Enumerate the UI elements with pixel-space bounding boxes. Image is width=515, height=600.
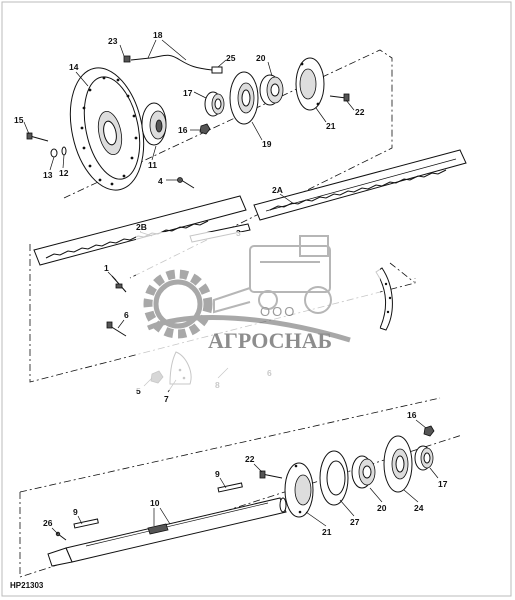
callout-17b: 17 (438, 479, 448, 489)
callout-23: 23 (108, 36, 118, 46)
callout-21a: 21 (326, 121, 336, 131)
flange-part-21a (295, 57, 325, 111)
callout-17a: 17 (183, 88, 193, 98)
agrosnab-watermark: ООО АГРОСНАБ (136, 232, 380, 390)
flange-part-21b (284, 462, 314, 518)
callout-24: 24 (414, 503, 424, 513)
callout-6a: 6 (124, 310, 129, 320)
callout-21b: 21 (322, 527, 332, 537)
callout-2b: 2B (136, 222, 147, 232)
knife-section-part-2b (33, 195, 247, 266)
shaft-part-10 (47, 497, 287, 567)
drum-wheel-part-14 (69, 67, 145, 191)
callout-15: 15 (14, 115, 24, 125)
callout-11: 11 (148, 160, 157, 170)
callout-13: 13 (43, 170, 53, 180)
callout-1: 1 (104, 263, 109, 273)
callout-22a: 22 (355, 107, 365, 117)
callout-9a: 9 (215, 469, 220, 479)
bearing-part-17b (414, 445, 434, 471)
callout-10: 10 (150, 498, 160, 508)
bolt-part-6a (106, 321, 127, 337)
callout-20a: 20 (256, 53, 266, 63)
flange-part-24 (383, 435, 413, 493)
bearing-part-20b (351, 455, 376, 489)
hose-part-18 (123, 54, 223, 74)
watermark-company-prefix: ООО (260, 304, 296, 319)
flange-part-27 (319, 450, 349, 506)
callout-5: 5 (136, 386, 141, 396)
callout-14: 14 (69, 62, 79, 72)
washers-part-13-12 (50, 146, 67, 158)
knife-section-part-2a (253, 149, 467, 221)
key-part-9b (217, 482, 243, 493)
callout-4: 4 (158, 176, 163, 186)
callout-16a: 16 (178, 125, 188, 135)
hub-part-11 (141, 102, 167, 146)
key-part-9a (73, 518, 99, 529)
bearing-part-20a (259, 74, 284, 106)
bearing-part-17a (204, 91, 225, 117)
callout-7: 7 (164, 394, 169, 404)
callout-9b: 9 (73, 507, 78, 517)
callout-22b: 22 (245, 454, 255, 464)
callout-25: 25 (226, 53, 236, 63)
nut-part-16a (199, 123, 211, 135)
callout-labels: 18 23 25 14 20 17 22 15 16 19 21 11 13 1… (14, 30, 448, 537)
callout-26: 26 (43, 518, 53, 528)
lower-assembly-frame (19, 397, 463, 578)
callout-2a: 2A (272, 185, 283, 195)
flange-part-19 (229, 71, 259, 125)
callout-20b: 20 (377, 503, 387, 513)
gear-icon (143, 269, 213, 339)
harvester-icon (213, 235, 332, 314)
callout-27: 27 (350, 517, 360, 527)
callout-18: 18 (153, 30, 163, 40)
figure-code: HP21303 (10, 581, 44, 590)
bolt-part-15 (26, 132, 49, 142)
nut-part-16b (423, 425, 435, 437)
callout-16b: 16 (407, 410, 417, 420)
bolt-part-4 (177, 177, 195, 189)
watermark-company-name: АГРОСНАБ (208, 328, 332, 353)
drum-edge-part-6b (375, 267, 393, 331)
callout-12: 12 (59, 168, 69, 178)
callout-19: 19 (262, 139, 272, 149)
bolt-part-22b (259, 470, 283, 479)
